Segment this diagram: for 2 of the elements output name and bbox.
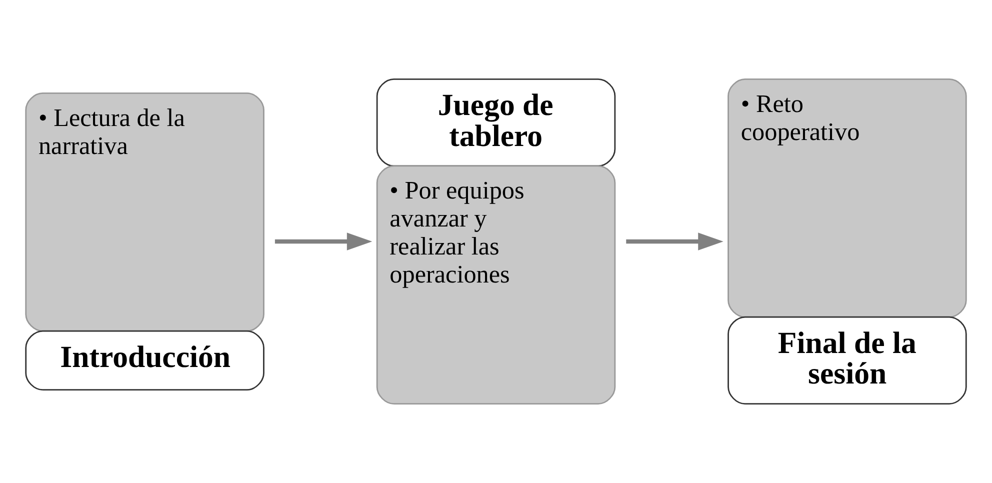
arrow	[274, 232, 372, 250]
arrow	[626, 232, 724, 250]
